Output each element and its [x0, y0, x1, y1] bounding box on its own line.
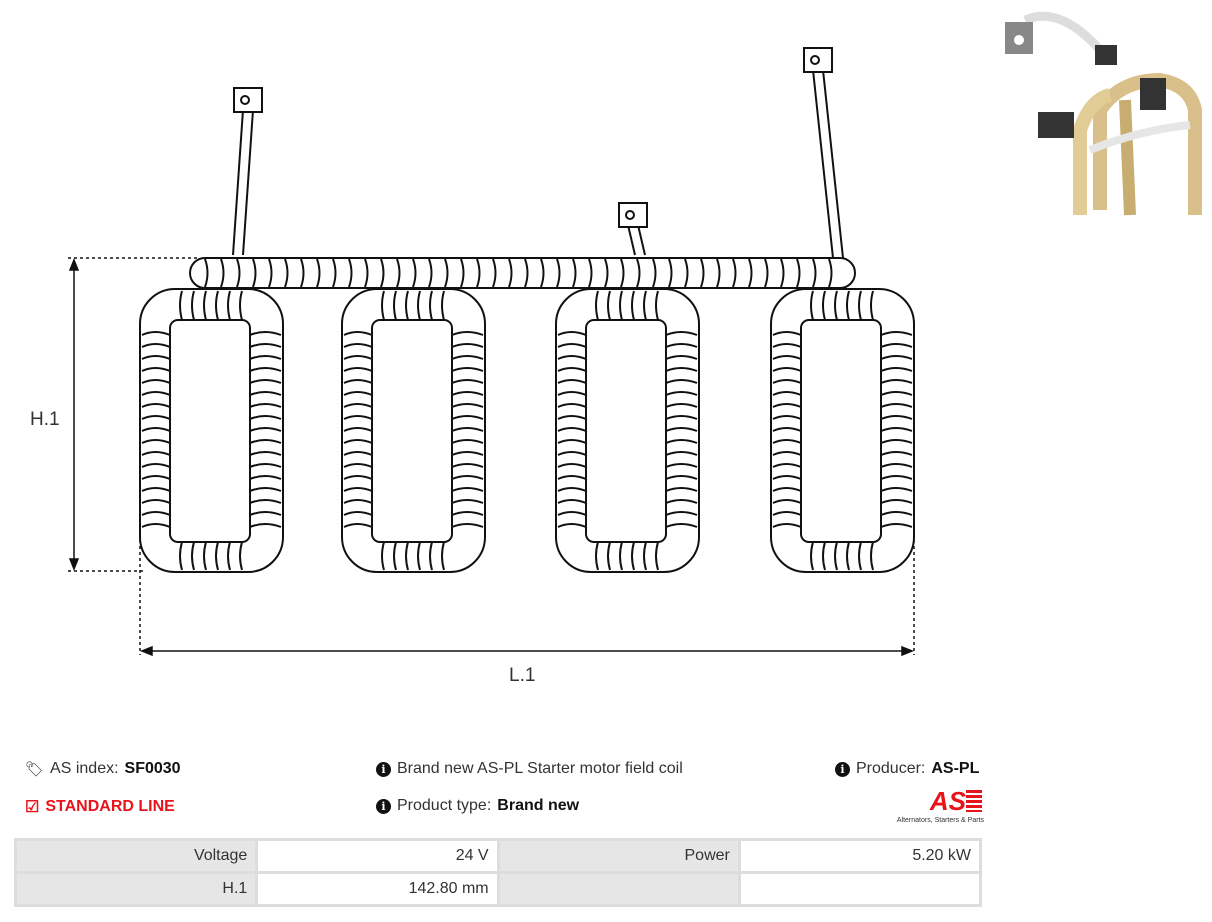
coil	[139, 288, 284, 573]
product-type-label: Product type:	[397, 797, 492, 814]
height-label: H.1	[30, 409, 60, 430]
standard-line-badge: ☑ STANDARD LINE	[25, 797, 175, 817]
spec-label	[496, 871, 741, 907]
spec-value: 5.20 kW	[737, 838, 983, 874]
spec-value: 142.80 mm	[255, 871, 500, 907]
as-index-label: AS index:	[50, 760, 119, 777]
spec-label: H.1	[13, 871, 259, 907]
as-pl-logo: AS Alternators, Starters & Parts	[888, 786, 984, 826]
info-icon: i	[376, 798, 391, 814]
tag-icon: 🏷	[25, 761, 45, 778]
spec-value: 24 V	[255, 838, 500, 874]
coil	[555, 288, 700, 573]
length-label: L.1	[509, 665, 536, 686]
product-photo	[1005, 11, 1202, 216]
spec-label: Power	[496, 838, 741, 874]
producer-value: AS-PL	[931, 760, 980, 777]
spec-label: Voltage	[13, 838, 259, 874]
logo-stripes	[966, 790, 982, 812]
producer-label: Producer:	[856, 760, 926, 777]
description-text: Brand new AS-PL Starter motor field coil	[397, 760, 683, 777]
coil	[341, 288, 486, 573]
as-index-value: SF0030	[124, 760, 181, 777]
terminal-lug	[233, 87, 263, 113]
description: i Brand new AS-PL Starter motor field coi…	[376, 760, 683, 778]
info-icon: i	[376, 761, 391, 777]
logo-tagline: Alternators, Starters & Parts	[896, 817, 984, 824]
coil	[770, 288, 915, 573]
spec-value	[737, 871, 983, 907]
connecting-wire	[189, 257, 856, 289]
info-icon: i	[835, 761, 850, 777]
product-type-value: Brand new	[497, 797, 580, 814]
terminal-lug	[803, 47, 833, 73]
field-coil-drawing	[68, 47, 915, 657]
as-index: 🏷 AS index: SF0030	[25, 760, 181, 778]
producer: i Producer: AS-PL	[835, 760, 979, 778]
logo-text: AS	[929, 786, 966, 816]
checkbox-icon: ☑	[25, 799, 40, 816]
product-type: i Product type: Brand new	[376, 797, 579, 815]
standard-line-label: STANDARD LINE	[45, 798, 175, 815]
